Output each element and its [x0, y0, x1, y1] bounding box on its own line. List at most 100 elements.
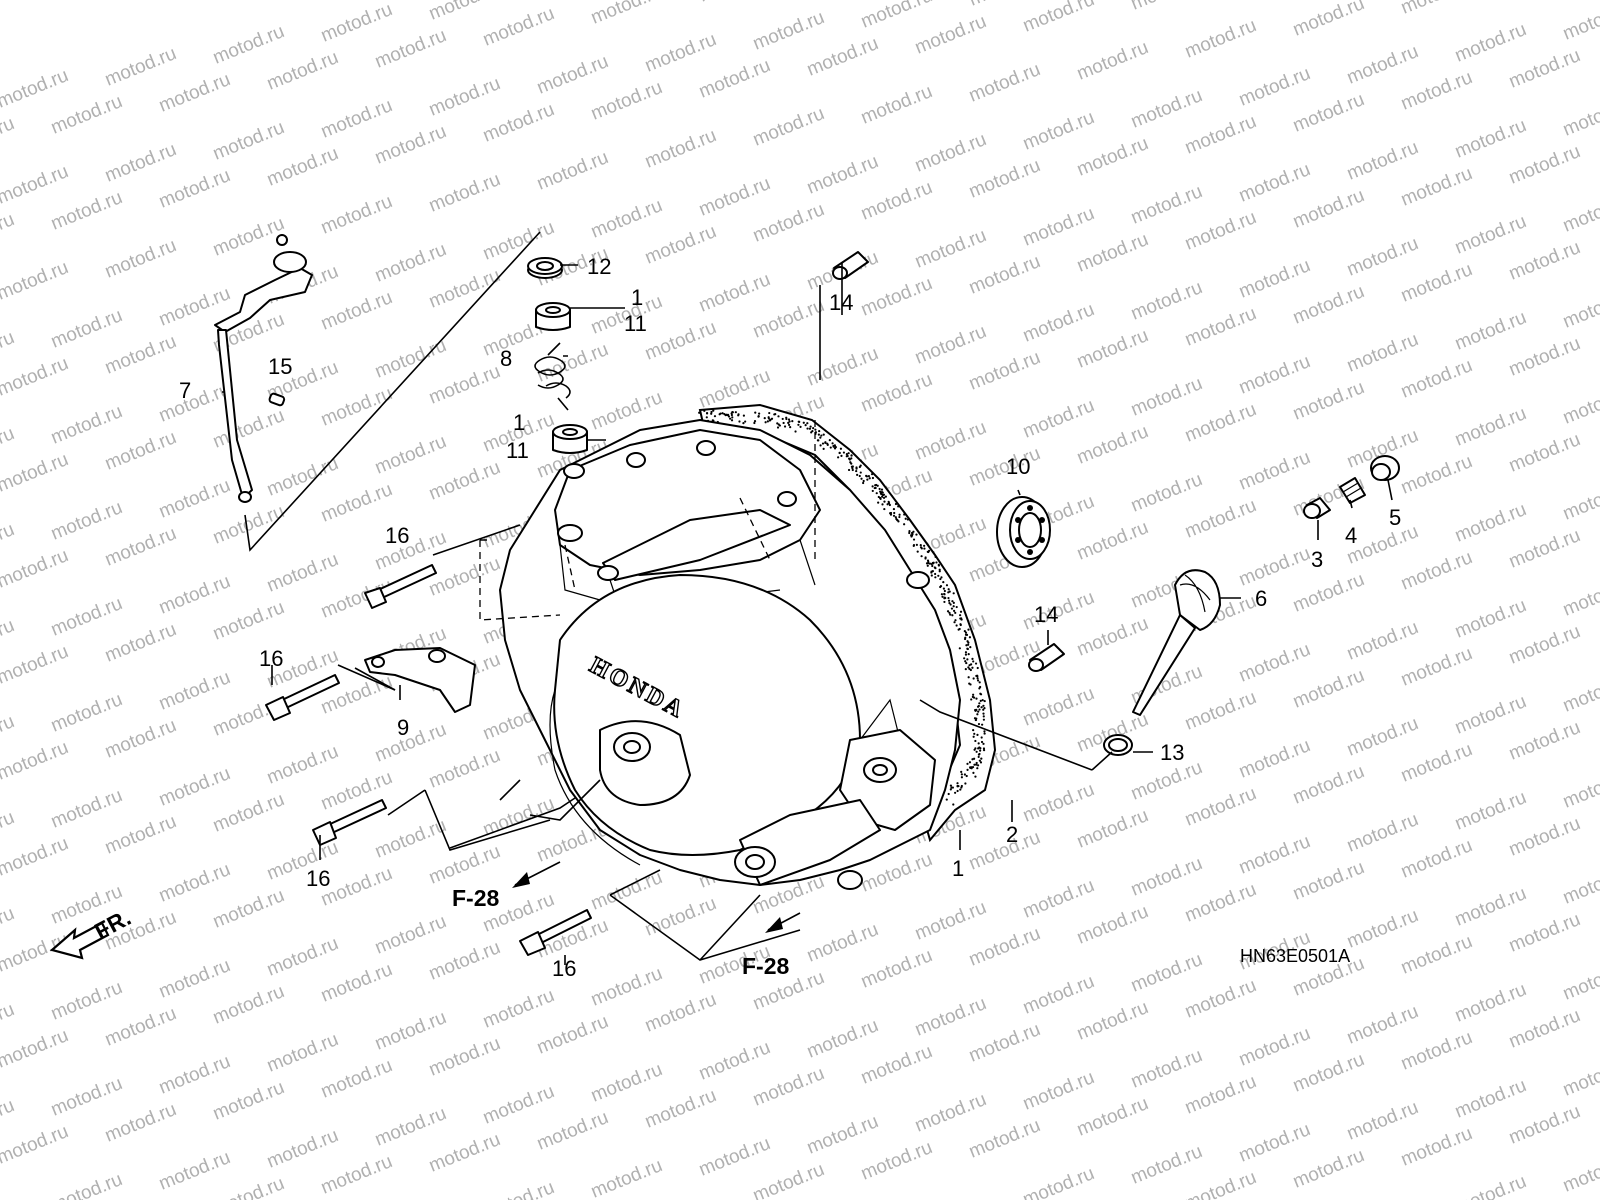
watermark-text: motod.ru [696, 1037, 773, 1085]
watermark-text: motod.ru [1290, 0, 1367, 41]
gasket-speckle [969, 683, 972, 686]
gasket-speckle [880, 493, 883, 496]
part-15-woodruff-key[interactable] [268, 392, 286, 407]
watermark-text: motod.ru [642, 1085, 719, 1133]
right-crankcase-cover[interactable]: HONDA [499, 403, 997, 890]
part-13-o-ring[interactable] [1103, 734, 1133, 756]
gasket-speckle [839, 447, 843, 450]
gasket-speckle [972, 693, 975, 696]
gasket-speckle [983, 730, 986, 733]
gasket-speckle [883, 500, 886, 503]
watermark-text: motod.ru [1560, 93, 1600, 141]
reference-f28-right[interactable]: F-28 [742, 953, 790, 979]
gasket-speckle [982, 742, 985, 745]
gasket-speckle [856, 473, 859, 476]
gasket-speckle [826, 443, 829, 447]
gasket-speckle [850, 454, 853, 457]
gasket-speckle [832, 445, 835, 448]
watermark-text: motod.ru [966, 923, 1043, 971]
watermark-text: motod.ru [588, 77, 665, 125]
gasket-speckle [919, 546, 923, 549]
gasket-speckle [947, 588, 950, 591]
watermark-text: motod.ru [0, 353, 71, 401]
watermark-text: motod.ru [1506, 1101, 1583, 1149]
gasket-speckle [705, 412, 709, 415]
gasket-speckle [847, 452, 850, 455]
gasket-speckle [932, 551, 935, 554]
watermark-text: motod.ru [318, 0, 395, 47]
gasket-speckle [946, 610, 950, 613]
part-9-bracket[interactable] [364, 647, 476, 713]
gasket-speckle [916, 550, 919, 553]
part-16-bolt-b[interactable] [265, 674, 340, 721]
part-16-bolt-d[interactable] [519, 909, 592, 956]
part-3-plug[interactable] [1303, 497, 1331, 519]
watermark-text: motod.ru [1344, 1097, 1421, 1145]
gasket-speckle [965, 661, 968, 665]
part-11-bearing-top[interactable] [535, 302, 571, 331]
watermark-text: motod.ru [966, 0, 1043, 11]
gasket-speckle [776, 422, 779, 425]
watermark-text: motod.ru [426, 265, 503, 313]
part-8-return-spring[interactable] [534, 342, 571, 411]
watermark-text: motod.ru [696, 55, 773, 103]
part-16-bolt-c[interactable] [312, 799, 387, 846]
part-12-washer[interactable] [527, 257, 563, 279]
gasket-speckle [931, 564, 934, 568]
watermark-text: motod.ru [1398, 0, 1475, 19]
gasket-speckle [849, 461, 852, 464]
gasket-speckle [804, 423, 807, 427]
gasket-speckle [967, 676, 970, 679]
gasket-speckle [971, 765, 975, 769]
part-16-bolt-a[interactable] [364, 564, 437, 609]
watermark-text: motod.ru [966, 347, 1043, 395]
watermark-text: motod.ru [1344, 233, 1421, 281]
watermark-text: motod.ru [1290, 569, 1367, 617]
watermark-text: motod.ru [264, 143, 341, 191]
watermark-text: motod.ru [1182, 1071, 1259, 1119]
gasket-speckle [882, 496, 886, 499]
part-4-spring[interactable] [1339, 477, 1366, 504]
gasket-speckle [979, 761, 983, 764]
part-5-sealing-bolt[interactable] [1370, 455, 1400, 481]
watermark-text: motod.ru [1560, 1149, 1600, 1197]
watermark-text: motod.ru [426, 937, 503, 985]
watermark-text: motod.ru [156, 955, 233, 1003]
gasket-speckle [945, 584, 949, 587]
part-6-oil-dipstick[interactable] [1132, 569, 1221, 716]
gasket-speckle [783, 425, 787, 428]
watermark-text: motod.ru [1398, 67, 1475, 115]
watermark-text: motod.ru [1236, 639, 1313, 687]
gasket-speckle [915, 533, 918, 536]
gasket-speckle [791, 420, 794, 423]
part-11-bearing-mid[interactable] [552, 424, 588, 454]
callout-labels: 12 1 11 8 1 11 7 15 14 10 3 4 5 6 14 13 … [179, 254, 1401, 981]
watermark-text: motod.ru [1182, 15, 1259, 63]
reference-f28-left[interactable]: F-28 [452, 885, 500, 911]
gasket-speckle [788, 423, 791, 426]
gasket-speckle [887, 500, 890, 503]
part-14-dowel-pin-mid[interactable] [1028, 643, 1065, 672]
watermark-text: motod.ru [1560, 0, 1600, 45]
watermark-text: motod.ru [1020, 587, 1097, 635]
callout-16-d: 16 [552, 956, 576, 981]
callout-1-bot: 1 [952, 856, 964, 881]
gasket-speckle [912, 538, 916, 541]
gasket-speckle [981, 723, 984, 726]
watermark-text: motod.ru [0, 1121, 71, 1169]
gasket-speckle [894, 502, 898, 506]
gasket-speckle [976, 677, 979, 680]
watermark-text: motod.ru [696, 173, 773, 221]
callout-7: 7 [179, 378, 191, 403]
gasket-speckle [954, 619, 957, 622]
watermark-text: motod.ru [1398, 451, 1475, 499]
part-7-shift-rod[interactable] [214, 234, 313, 503]
part-10-oil-seal[interactable] [996, 496, 1051, 568]
gasket-speckle [712, 409, 715, 412]
part-14-dowel-pin-top[interactable] [832, 251, 869, 280]
watermark-text: motod.ru [858, 1137, 935, 1185]
watermark-text: motod.ru [588, 963, 665, 1011]
gasket-speckle [919, 543, 922, 547]
gasket-speckle [955, 624, 958, 627]
watermark-text: motod.ru [1020, 299, 1097, 347]
